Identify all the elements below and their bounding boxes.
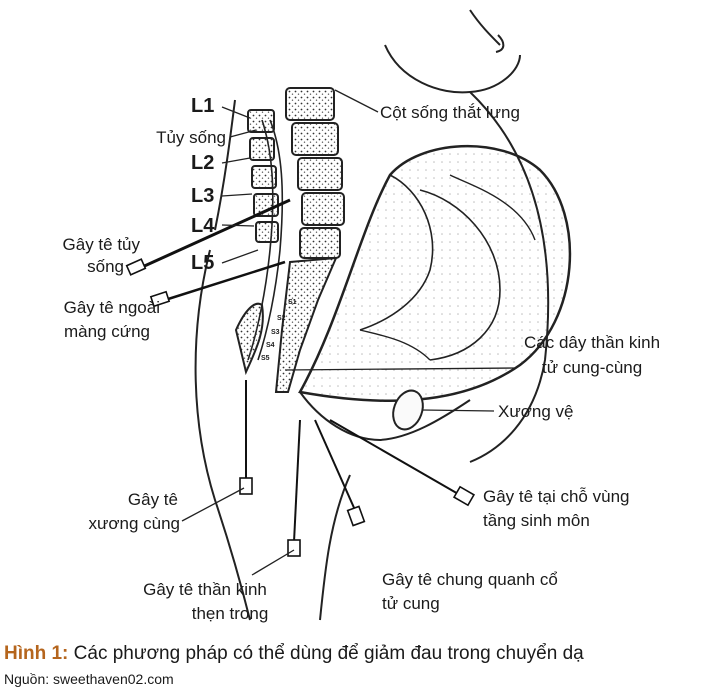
- vertebra-label-l2: L2: [191, 152, 215, 174]
- vertebra-label-l4: L4: [191, 215, 215, 237]
- label-uterine-nerves-line1: Các dây thần kinh: [524, 333, 661, 352]
- sacral-label-s4: S4: [266, 342, 275, 349]
- label-pudendal-line1: Gây tê thần kinh: [143, 580, 267, 599]
- body-outline: [194, 9, 550, 621]
- needles: [125, 198, 476, 557]
- figure-caption: Hình 1: Các phương pháp có thể dùng để g…: [4, 642, 584, 666]
- vertebra-label-l5: L5: [191, 252, 215, 274]
- label-pubic-bone: Xương vệ: [498, 402, 574, 421]
- uterus: [298, 145, 572, 442]
- label-paracervical-line2: tử cung: [382, 594, 440, 613]
- caption-prefix: Hình 1:: [4, 643, 69, 664]
- vertebra-label-l3: L3: [191, 185, 215, 207]
- sacral-label-s5: S5: [261, 355, 270, 362]
- label-caudal-line2: xương cùng: [88, 514, 180, 533]
- label-lumbar-spine: Cột sống thắt lưng: [380, 103, 520, 122]
- label-perineal-line1: Gây tê tại chỗ vùng: [483, 487, 630, 506]
- label-epidural-line2: màng cứng: [63, 322, 150, 341]
- leader-lines: [181, 89, 516, 576]
- label-epidural-line1: Gây tê ngoài: [63, 298, 160, 317]
- label-spinal-anesthesia-line1: Gây tê tủy: [62, 235, 140, 254]
- pubic-bone-shape: [392, 389, 424, 431]
- label-spinal-cord: Tủy sống: [156, 128, 226, 147]
- label-uterine-nerves-line2: tử cung-cùng: [542, 358, 643, 377]
- vertebra-label-l1: L1: [191, 95, 215, 117]
- sacral-label-s3: S3: [271, 329, 280, 336]
- sacral-label-s2: S2: [277, 315, 286, 322]
- sacral-label-s1: S1: [288, 299, 297, 306]
- label-perineal-line2: tầng sinh môn: [483, 511, 590, 530]
- label-paracervical-line1: Gây tê chung quanh cổ: [382, 570, 558, 589]
- caption-text: Các phương pháp có thể dùng để giảm đau …: [73, 643, 584, 664]
- source-credit: Nguồn: sweethaven02.com: [4, 671, 174, 687]
- label-pudendal-line2: thẹn trong: [191, 604, 269, 623]
- anatomy-illustration: [125, 9, 572, 621]
- spinal-column: [234, 87, 345, 393]
- label-caudal-line1: Gây tê: [127, 490, 178, 509]
- label-spinal-anesthesia-line2: sống: [87, 257, 124, 276]
